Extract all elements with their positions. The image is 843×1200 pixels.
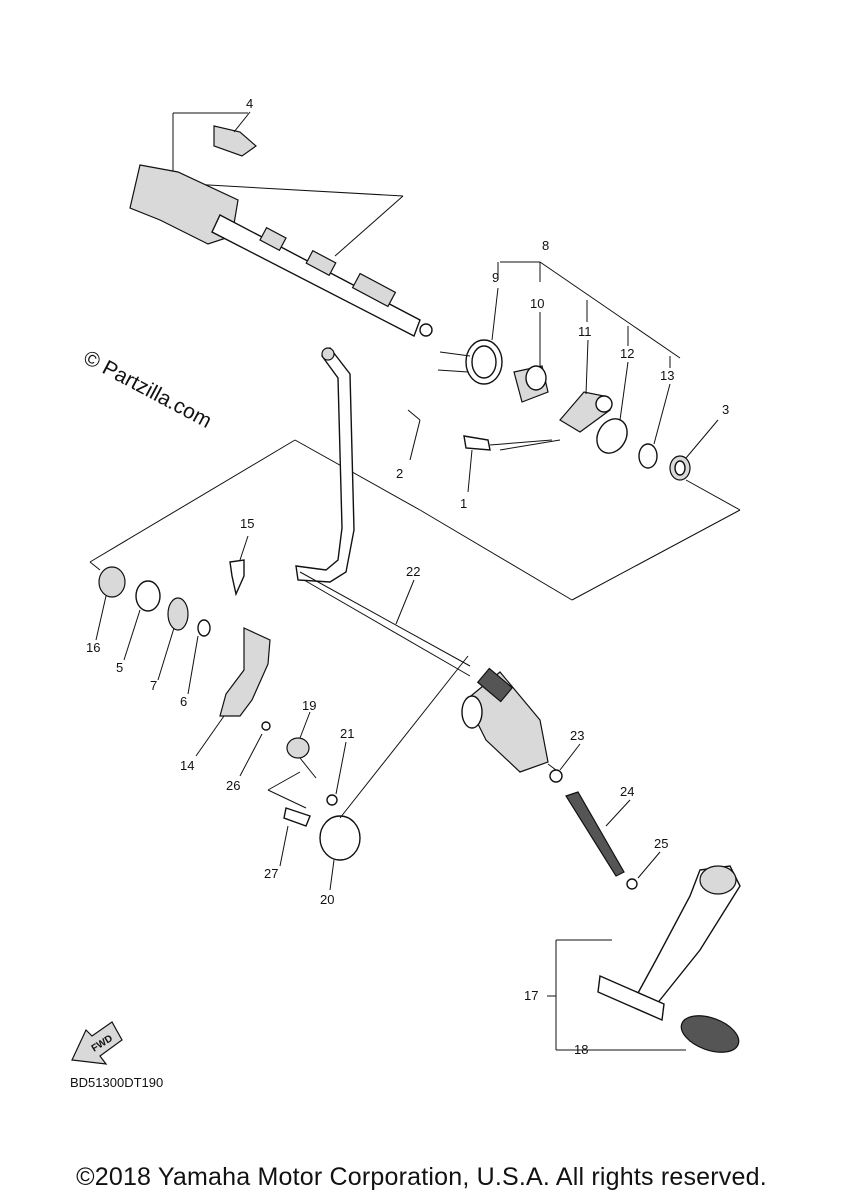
callout-22: 22 <box>406 564 420 579</box>
callout-4: 4 <box>246 96 253 111</box>
callout-labels: 4 8 9 10 11 12 13 3 2 1 15 22 16 5 7 6 1… <box>86 96 729 1057</box>
callout-1: 1 <box>460 496 467 511</box>
callout-23: 23 <box>570 728 584 743</box>
callout-6: 6 <box>180 694 187 709</box>
part-19-20-21-26-27 <box>239 655 469 891</box>
callout-9: 9 <box>492 270 499 285</box>
callout-2: 2 <box>396 466 403 481</box>
callout-27: 27 <box>264 866 278 881</box>
part-22-shift-rod <box>295 346 471 677</box>
callout-21: 21 <box>340 726 354 741</box>
part-17-18-shift-pedal <box>547 865 741 1053</box>
callout-5: 5 <box>116 660 123 675</box>
watermark: © Partzilla.com <box>80 346 216 433</box>
assembly-bracket-8 <box>172 112 681 368</box>
part-13-washer <box>638 383 671 469</box>
part-11-shift-arm <box>559 339 613 433</box>
diagram-code: BD51300DT190 <box>70 1075 164 1090</box>
part-16-5-7-6-washers <box>95 566 211 695</box>
part-4-shift-shaft-end <box>213 111 257 157</box>
part-1-2-pin <box>407 409 553 493</box>
copyright-notice: ©2018 Yamaha Motor Corporation, U.S.A. A… <box>76 1163 767 1191</box>
callout-14: 14 <box>180 758 194 773</box>
callout-26: 26 <box>226 778 240 793</box>
callout-25: 25 <box>654 836 668 851</box>
part-14-15-bracket <box>195 535 271 757</box>
callout-15: 15 <box>240 516 254 531</box>
part-9-spring <box>437 287 503 385</box>
callout-11: 11 <box>578 324 592 339</box>
part-3-seal <box>669 419 719 481</box>
callout-10: 10 <box>530 296 544 311</box>
part-shift-shaft <box>129 164 433 337</box>
fwd-arrow-icon: FWD <box>71 1021 123 1065</box>
part-shift-damper <box>461 667 557 773</box>
callout-20: 20 <box>320 892 334 907</box>
assembly-frame <box>89 439 741 601</box>
callout-19: 19 <box>302 698 316 713</box>
callout-17: 17 <box>524 988 538 1003</box>
part-10-collar <box>513 312 549 403</box>
part-12-ring <box>596 361 629 454</box>
callout-13: 13 <box>660 368 674 383</box>
callout-8: 8 <box>542 238 549 253</box>
callout-24: 24 <box>620 784 634 799</box>
callout-3: 3 <box>722 402 729 417</box>
callout-12: 12 <box>620 346 634 361</box>
callout-18: 18 <box>574 1042 588 1057</box>
callout-16: 16 <box>86 640 100 655</box>
callout-7: 7 <box>150 678 157 693</box>
part-23-24-25 <box>549 743 661 890</box>
